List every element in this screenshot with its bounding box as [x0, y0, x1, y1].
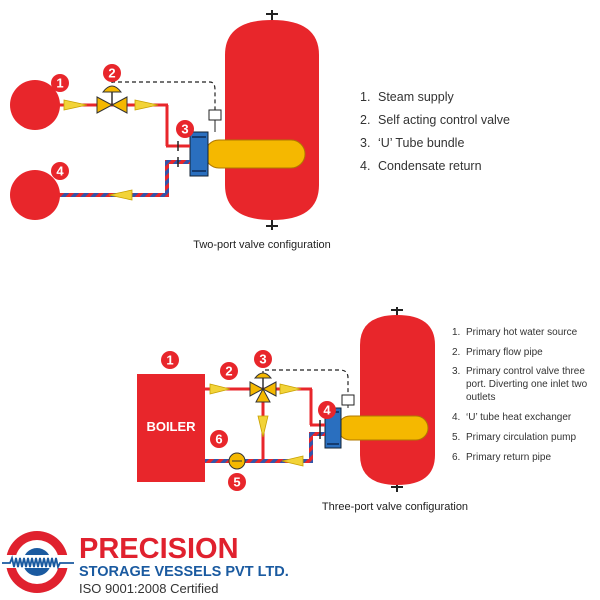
marker-3: 3 [176, 120, 194, 138]
legend-text: ‘U’ Tube bundle [378, 136, 464, 150]
legend-text: Self acting control valve [378, 113, 510, 127]
svg-text:4: 4 [323, 403, 331, 418]
logo-icon [0, 531, 76, 593]
legend-text: Primary circulation pump [466, 432, 576, 443]
logo-certification: ISO 9001:2008 Certified [79, 581, 218, 596]
legend-num: 5. [452, 432, 460, 443]
sensor-box [341, 394, 355, 406]
caption-three-port: Three-port valve configuration [322, 501, 468, 513]
legend-num: 3. [452, 366, 460, 377]
marker-2: 2 [103, 64, 121, 82]
legend-num: 1. [360, 90, 370, 104]
legend-text: ‘U’ tube heat exchanger [466, 412, 572, 423]
u-tube-bundle [189, 131, 306, 177]
marker-5: 5 [228, 473, 246, 491]
flow-arrow [108, 189, 133, 201]
legend-num: 4. [452, 412, 460, 423]
legend-text: outlets [466, 392, 495, 403]
svg-text:4: 4 [56, 164, 64, 179]
svg-text:3: 3 [181, 122, 188, 137]
flow-arrow [257, 415, 269, 438]
legend-text: Primary flow pipe [466, 347, 543, 358]
legend-num: 2. [452, 347, 460, 358]
self-acting-control-valve [96, 85, 128, 114]
legend-num: 4. [360, 159, 370, 173]
flow-arrow [281, 455, 304, 467]
legend-three-port: 1. Primary hot water source 2. Primary f… [452, 327, 588, 463]
two-port-diagram: 1 2 3 4 1. Steam supply 2. Self acting c… [10, 10, 510, 251]
legend-text: Condensate return [378, 159, 482, 173]
legend-text: port. Diverting one inlet two [466, 379, 588, 390]
marker-3: 3 [254, 350, 272, 368]
svg-text:2: 2 [225, 364, 232, 379]
marker-4: 4 [318, 401, 336, 419]
legend-text: Steam supply [378, 90, 454, 104]
three-port-control-valve [249, 372, 277, 403]
control-sensing-line [111, 81, 216, 110]
condensate-return-pipe [58, 160, 190, 197]
control-sensing-line [262, 369, 349, 395]
flow-arrow [63, 99, 88, 111]
legend-num: 6. [452, 452, 460, 463]
logo-title: PRECISION [79, 533, 239, 565]
svg-text:2: 2 [108, 66, 115, 81]
condensate-receiver [10, 170, 60, 220]
three-port-diagram: BOILER [137, 307, 588, 513]
flow-arrow [209, 383, 231, 395]
legend-num: 1. [452, 327, 460, 338]
legend-num: 3. [360, 136, 370, 150]
svg-text:3: 3 [259, 352, 266, 367]
legend-text: Primary hot water source [466, 327, 578, 338]
legend-text: Primary return pipe [466, 452, 551, 463]
steam-source [10, 80, 60, 130]
legend-num: 2. [360, 113, 370, 127]
marker-6: 6 [210, 430, 228, 448]
flow-arrow [134, 99, 159, 111]
caption-two-port: Two-port valve configuration [193, 239, 331, 251]
marker-1: 1 [51, 74, 69, 92]
svg-text:5: 5 [233, 475, 240, 490]
storage-vessel [225, 10, 319, 230]
boiler-label: BOILER [146, 419, 196, 434]
boiler [137, 374, 205, 482]
marker-1: 1 [161, 351, 179, 369]
logo-subtitle: STORAGE VESSELS PVT LTD. [79, 564, 289, 580]
marker-4: 4 [51, 162, 69, 180]
sensor-box [208, 109, 222, 121]
svg-text:6: 6 [215, 432, 222, 447]
legend-text: Primary control valve three [466, 366, 585, 377]
storage-vessel [360, 307, 435, 492]
svg-text:1: 1 [56, 76, 63, 91]
legend-two-port: 1. Steam supply 2. Self acting control v… [360, 90, 510, 173]
marker-2: 2 [220, 362, 238, 380]
svg-text:1: 1 [166, 353, 173, 368]
flow-arrow [279, 383, 302, 395]
circulation-pump [228, 452, 246, 470]
company-logo: PRECISION STORAGE VESSELS PVT LTD. ISO 9… [0, 531, 289, 596]
